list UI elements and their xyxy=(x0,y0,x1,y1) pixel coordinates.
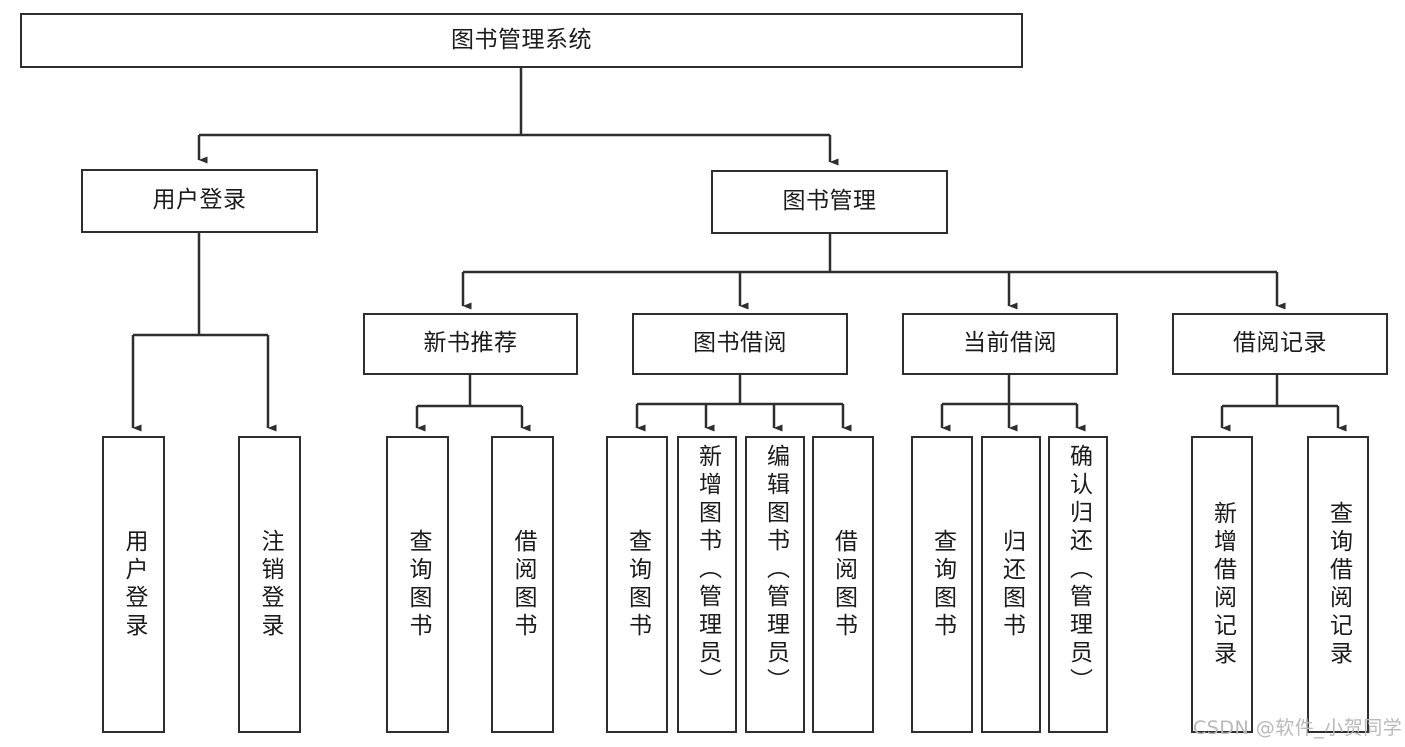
leaf-book-borrow-borrow-book[interactable]: 借阅图书 xyxy=(812,436,874,733)
node-label-new-book-recommend: 新书推荐 xyxy=(423,330,518,357)
leaf-label-book-borrow-borrow-book: 借阅图书 xyxy=(830,528,857,641)
leaf-book-borrow-edit-book[interactable]: 编辑图书（管理员） xyxy=(745,436,805,733)
node-label-user-login: 用户登录 xyxy=(152,187,247,214)
node-label-borrow-record: 借阅记录 xyxy=(1233,330,1327,357)
leaf-new-book-borrow-book[interactable]: 借阅图书 xyxy=(491,436,554,733)
node-label-book-borrow: 图书借阅 xyxy=(693,330,787,357)
node-user-login[interactable]: 用户登录 xyxy=(81,169,318,233)
node-label-root: 图书管理系统 xyxy=(451,26,592,53)
node-book-borrow[interactable]: 图书借阅 xyxy=(632,313,848,375)
leaf-label-new-book-borrow-book: 借阅图书 xyxy=(510,528,536,641)
leaf-label-book-borrow-query-book: 查询图书 xyxy=(624,528,651,641)
node-root-book-management-system[interactable]: 图书管理系统 xyxy=(20,13,1023,68)
leaf-label-current-borrow-query-book: 查询图书 xyxy=(929,528,956,641)
leaf-book-borrow-add-book[interactable]: 新增图书（管理员） xyxy=(677,436,737,733)
leaf-label-current-borrow-confirm-return: 确认归还（管理员） xyxy=(1065,444,1092,696)
leaf-borrow-record-add-record[interactable]: 新增借阅记录 xyxy=(1191,436,1253,733)
leaf-label-book-borrow-edit-book: 编辑图书（管理员） xyxy=(762,444,789,696)
node-borrow-record[interactable]: 借阅记录 xyxy=(1172,313,1388,375)
leaf-current-borrow-confirm-return[interactable]: 确认归还（管理员） xyxy=(1048,436,1108,733)
leaf-borrow-record-query-record[interactable]: 查询借阅记录 xyxy=(1307,436,1369,733)
leaf-book-borrow-query-book[interactable]: 查询图书 xyxy=(606,436,668,733)
node-label-current-borrow: 当前借阅 xyxy=(963,330,1057,357)
csdn-watermark: CSDN @软件_小贺同学 xyxy=(1193,717,1403,739)
node-book-management[interactable]: 图书管理 xyxy=(711,170,948,234)
node-label-book-management: 图书管理 xyxy=(782,188,877,215)
leaf-new-book-query-book[interactable]: 查询图书 xyxy=(386,436,449,733)
leaf-label-user-login-login: 用户登录 xyxy=(121,528,147,641)
leaf-label-borrow-record-add-record: 新增借阅记录 xyxy=(1209,500,1236,669)
leaf-label-user-login-logout: 注销登录 xyxy=(257,528,283,641)
leaf-label-borrow-record-query-record: 查询借阅记录 xyxy=(1325,500,1352,669)
leaf-user-login-logout[interactable]: 注销登录 xyxy=(238,436,301,733)
leaf-user-login-login[interactable]: 用户登录 xyxy=(102,436,165,733)
leaf-label-new-book-query-book: 查询图书 xyxy=(405,528,431,641)
leaf-label-book-borrow-add-book: 新增图书（管理员） xyxy=(694,444,721,696)
leaf-label-current-borrow-return-book: 归还图书 xyxy=(998,528,1025,641)
node-current-borrow[interactable]: 当前借阅 xyxy=(902,313,1118,375)
leaf-current-borrow-query-book[interactable]: 查询图书 xyxy=(911,436,973,733)
leaf-current-borrow-return-book[interactable]: 归还图书 xyxy=(981,436,1041,733)
node-new-book-recommend[interactable]: 新书推荐 xyxy=(363,313,578,375)
